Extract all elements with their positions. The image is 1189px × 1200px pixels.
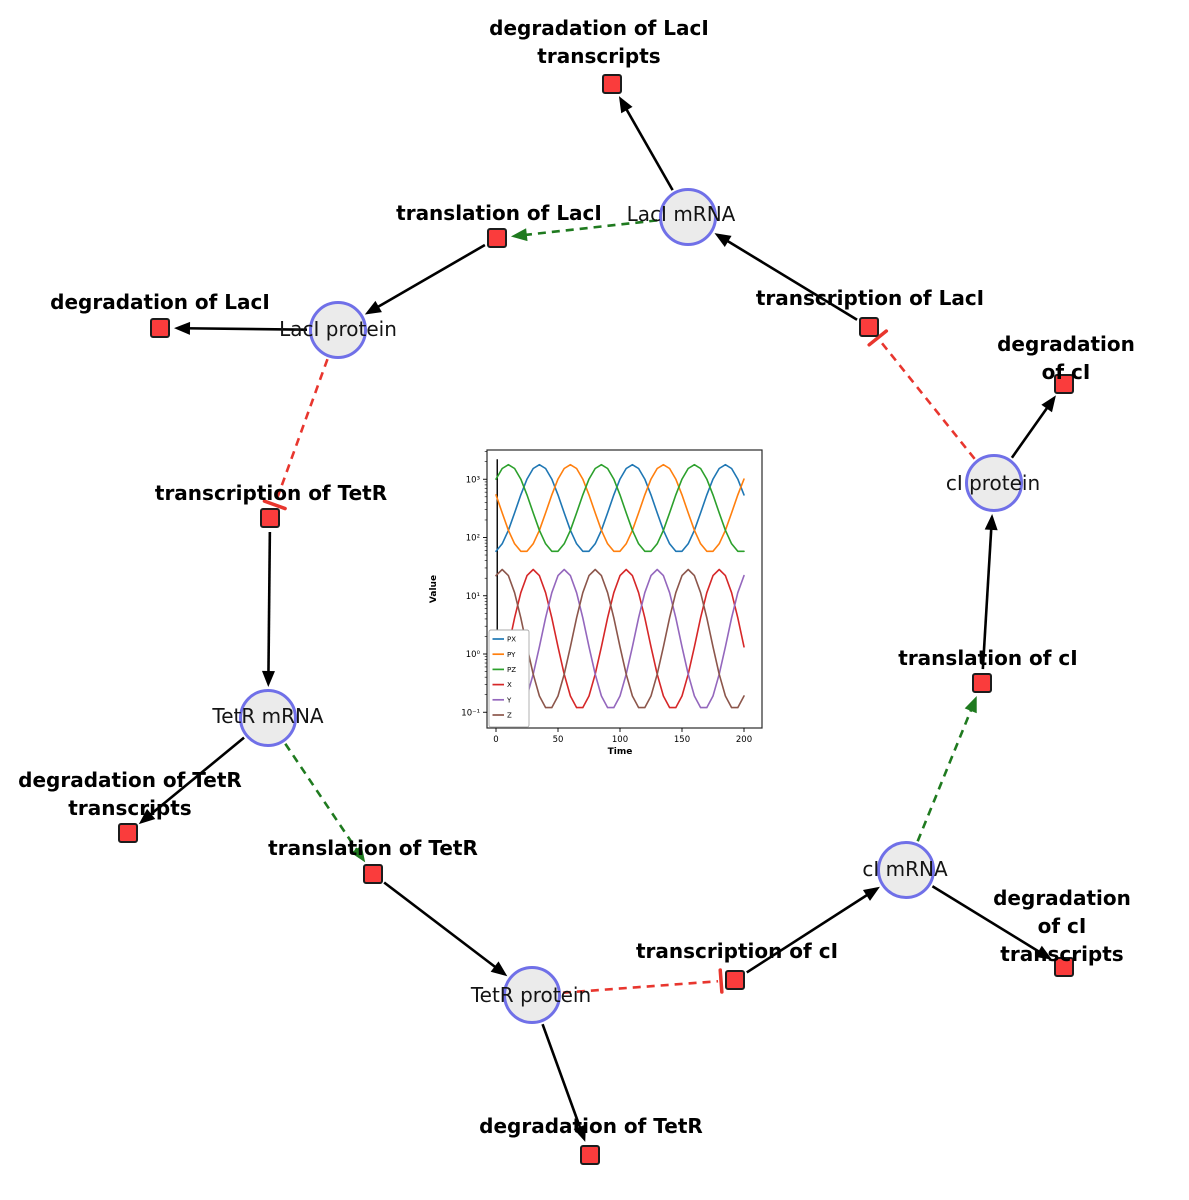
- species-node-laci-mrna: [659, 188, 717, 246]
- reaction-node-translation-of-ci: [972, 673, 992, 693]
- reaction-node-degradation-of-laci-transcripts: [602, 74, 622, 94]
- series-PX: [495, 463, 745, 553]
- species-node-laci-protein: [309, 301, 367, 359]
- reaction-label-degradation-of-tetr-transcripts: degradation of TetR transcripts: [18, 768, 242, 820]
- chart-axes: 0 50 100 150 200 10⁻¹ 10⁰ 10¹ 10² 10³ Time Value: [429, 449, 763, 757]
- edge-transcription_laci-laci_mrna: [714, 233, 858, 321]
- svg-text:100: 100: [612, 735, 628, 745]
- reaction-label-degradation-of-laci: degradation of LacI: [50, 290, 270, 314]
- edge-laci_mrna-deg_laci_tx: [618, 96, 674, 191]
- species-label-tetr-protein: TetR protein: [470, 983, 592, 1007]
- edge-ci_protein-deg_ci: [1010, 395, 1056, 459]
- reaction-label-transcription-of-laci: transcription of LacI: [755, 286, 985, 310]
- reaction-label-degradation-of-tetr: degradation of TetR: [479, 1114, 703, 1138]
- reaction-node-degradation-of-ci: [1054, 374, 1074, 394]
- reaction-node-transcription-of-laci: [859, 317, 879, 337]
- edge-transcription_tetr-tetr_mrna: [261, 531, 275, 688]
- species-label-ci-protein: cI protein: [945, 471, 1041, 495]
- series-Y: [495, 568, 745, 709]
- reaction-node-degradation-of-laci: [150, 318, 170, 338]
- edge-ci_mrna-translation_ci: [916, 695, 977, 842]
- svg-text:10⁰: 10⁰: [466, 650, 481, 660]
- svg-text:150: 150: [674, 735, 690, 745]
- legend-label-X: X: [507, 681, 512, 689]
- legend-label-Y: Y: [506, 696, 512, 704]
- species-label-ci-mrna: cI mRNA: [862, 857, 948, 881]
- series-X: [495, 568, 745, 709]
- legend-label-PY: PY: [507, 651, 516, 659]
- chart-ylabel: Value: [429, 575, 439, 603]
- edge-translation_laci-laci_protein: [364, 243, 486, 315]
- species-label-laci-protein: LacI protein: [279, 317, 397, 341]
- svg-text:10²: 10²: [466, 534, 480, 544]
- svg-text:0: 0: [493, 735, 498, 745]
- reaction-node-transcription-of-ci: [725, 970, 745, 990]
- chart-legend: PX PY PZ XYZ: [488, 629, 530, 728]
- edge-tetr_protein-deg_tetr: [541, 1023, 586, 1142]
- svg-text:10⁻¹: 10⁻¹: [461, 708, 480, 718]
- species-node-tetr-protein: [503, 966, 561, 1024]
- edge-laci_protein-transcription_tetr: [262, 358, 329, 511]
- reaction-label-degradation-of-laci-transcripts: degradation of LacI transcripts: [489, 16, 709, 68]
- reaction-node-translation-of-laci: [487, 228, 507, 248]
- edge-laci_mrna-translation_laci: [510, 219, 658, 242]
- edge-tetr_mrna-deg_tetr_tx: [138, 736, 245, 825]
- edge-laci_protein-deg_laci: [173, 321, 308, 335]
- reaction-label-translation-of-laci: translation of LacI: [396, 201, 602, 225]
- reaction-node-degradation-of-tetr-transcripts: [118, 823, 138, 843]
- species-node-ci-protein: [965, 454, 1023, 512]
- reaction-label-translation-of-tetr: translation of TetR: [268, 836, 478, 860]
- species-node-tetr-mrna: [239, 689, 297, 747]
- svg-text:10³: 10³: [466, 475, 480, 485]
- edge-ci_protein-transcription_laci: [867, 329, 976, 460]
- svg-text:50: 50: [553, 735, 564, 745]
- species-label-tetr-mrna: TetR mRNA: [212, 704, 324, 728]
- reaction-node-degradation-of-ci-transcripts: [1054, 957, 1074, 977]
- legend-label-PX: PX: [507, 636, 516, 644]
- species-node-ci-mrna: [877, 841, 935, 899]
- reaction-node-degradation-of-tetr: [580, 1145, 600, 1165]
- edge-ci_mrna-deg_ci_tx: [931, 885, 1053, 960]
- edge-translation_tetr-tetr_protein: [383, 881, 508, 977]
- legend-label-PZ: PZ: [507, 666, 516, 674]
- chart-xlabel: Time: [608, 747, 633, 757]
- reaction-node-translation-of-tetr: [363, 864, 383, 884]
- reaction-label-transcription-of-tetr: transcription of TetR: [154, 481, 388, 505]
- edge-tetr_mrna-translation_tetr: [284, 742, 366, 863]
- series-PY: [495, 463, 745, 553]
- legend-label-Z: Z: [507, 712, 512, 720]
- reaction-label-degradation-of-ci-transcripts: degradation of cI transcripts: [993, 886, 1131, 966]
- series-PZ: [495, 463, 745, 553]
- svg-text:200: 200: [736, 735, 752, 745]
- reaction-label-translation-of-ci: translation of cI: [898, 646, 1078, 670]
- edge-transcription_ci-ci_mrna: [746, 886, 880, 974]
- species-label-laci-mrna: LacI mRNA: [626, 202, 736, 226]
- series-Z: [495, 568, 745, 709]
- edge-tetr_protein-transcription_ci: [562, 968, 724, 995]
- svg-text:10¹: 10¹: [466, 592, 480, 602]
- reaction-node-transcription-of-tetr: [260, 508, 280, 528]
- reaction-label-degradation-of-ci: degradation of cI: [997, 332, 1135, 384]
- edge-translation_ci-ci_protein: [981, 513, 998, 670]
- reaction-label-transcription-of-ci: transcription of cI: [635, 939, 839, 963]
